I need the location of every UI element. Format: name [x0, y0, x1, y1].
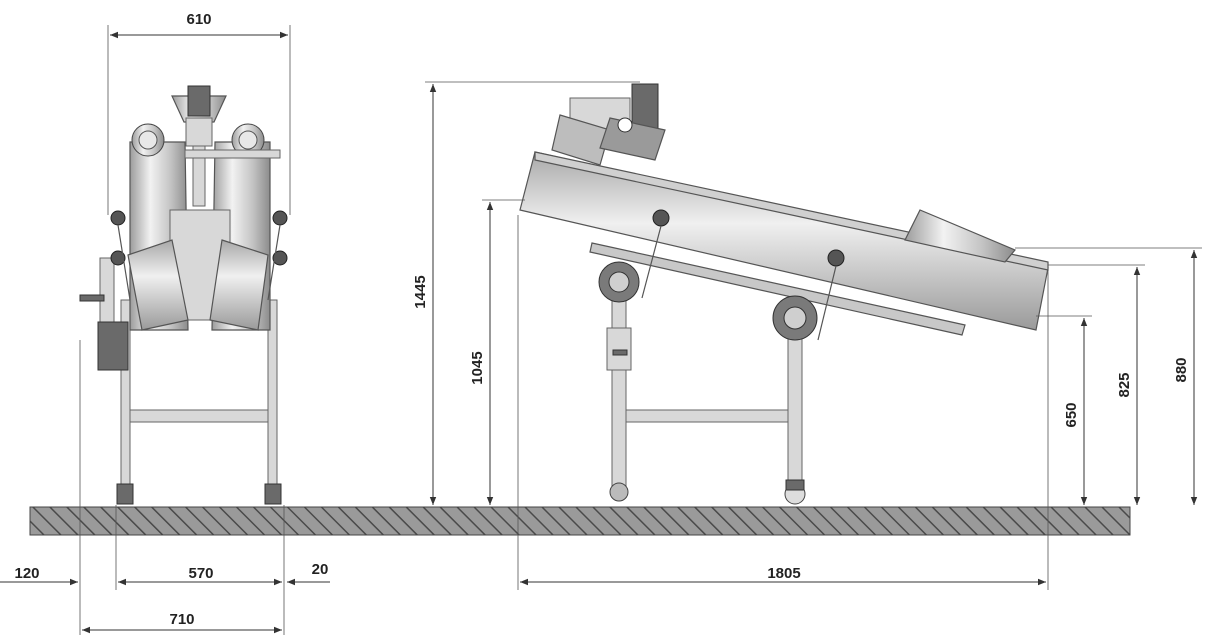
dim-1045: 1045 — [469, 199, 525, 505]
dim-text-825: 825 — [1116, 372, 1133, 397]
dim-text-650: 650 — [1063, 402, 1080, 427]
side-view-machine — [519, 83, 1049, 505]
dim-1445: 1445 — [412, 81, 640, 505]
dim-text-1805: 1805 — [767, 565, 800, 582]
dim-825: 825 — [1048, 264, 1145, 505]
dim-text-1445: 1445 — [412, 275, 429, 308]
dim-text-1045: 1045 — [469, 351, 486, 384]
dim-1805: 1805 — [517, 215, 1049, 590]
dim-610: 610 — [107, 11, 291, 215]
dim-text-120: 120 — [14, 565, 39, 582]
dim-text-20: 20 — [312, 561, 329, 578]
dim-650: 650 — [1036, 315, 1092, 505]
front-view-machine — [79, 85, 288, 505]
dim-text-570: 570 — [188, 565, 213, 582]
floor — [29, 506, 1131, 536]
dim-880: 880 — [1015, 247, 1202, 505]
dim-text-610: 610 — [186, 11, 211, 28]
dim-text-880: 880 — [1173, 357, 1190, 382]
dim-text-710: 710 — [169, 611, 194, 628]
dim-front-bottom: 120 570 20 710 — [0, 340, 330, 635]
